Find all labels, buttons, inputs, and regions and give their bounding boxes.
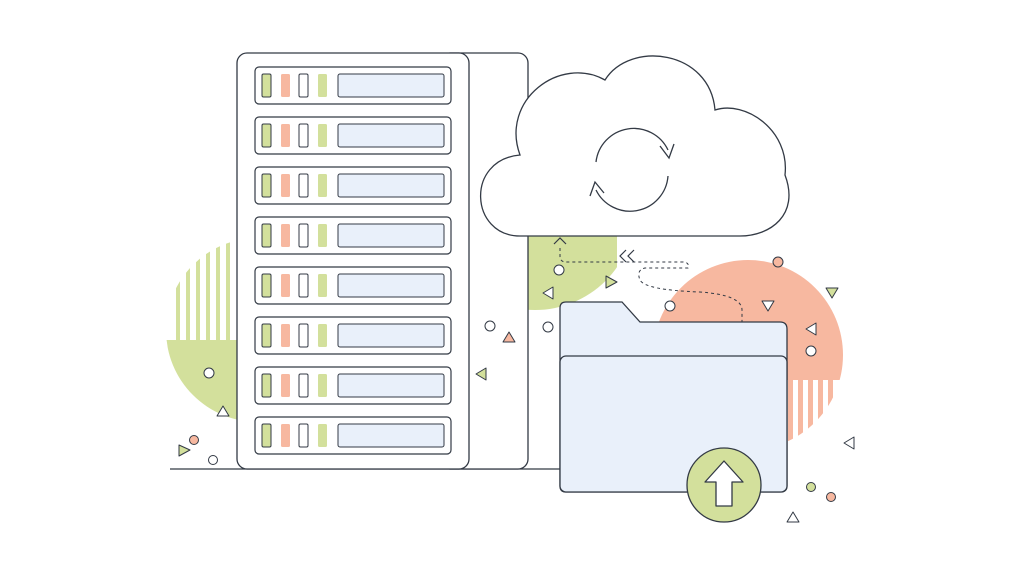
server-display [337, 123, 445, 148]
status-light-green [318, 74, 327, 97]
server-rack [236, 52, 470, 470]
status-light-salmon [281, 424, 290, 447]
confetti-triangle [502, 331, 516, 343]
confetti-dot [664, 300, 676, 312]
double-chevron-left-icon [619, 249, 635, 263]
server-display [337, 323, 445, 348]
chevron-up-icon [553, 237, 567, 245]
status-light-salmon [281, 174, 290, 197]
status-light-off [298, 373, 309, 398]
status-light-off [298, 423, 309, 448]
status-light-green [261, 323, 272, 348]
status-light-salmon [281, 374, 290, 397]
status-light-off [298, 273, 309, 298]
confetti-triangle [843, 436, 855, 450]
status-light-off [298, 223, 309, 248]
server-display [337, 223, 445, 248]
server-unit [254, 416, 452, 455]
confetti-decorations [178, 256, 855, 523]
server-display [337, 173, 445, 198]
left-green-blob [166, 240, 240, 422]
confetti-triangle [805, 322, 817, 336]
confetti-triangle [761, 300, 775, 312]
server-display [337, 373, 445, 398]
confetti-triangle [216, 405, 230, 417]
status-light-off [298, 123, 309, 148]
transfer-path [559, 248, 743, 338]
status-light-green [318, 124, 327, 147]
cloud-shape [479, 55, 790, 237]
confetti-dot [772, 256, 784, 268]
confetti-dot [484, 320, 496, 332]
confetti-triangle [178, 444, 191, 457]
status-light-green [318, 274, 327, 297]
server-unit [254, 216, 452, 255]
status-light-green [261, 273, 272, 298]
status-light-salmon [281, 274, 290, 297]
confetti-dot [806, 482, 816, 492]
status-light-green [261, 373, 272, 398]
status-light-off [298, 173, 309, 198]
confetti-dot [826, 492, 836, 502]
sync-icon [589, 127, 675, 212]
server-display [337, 423, 445, 448]
server-unit [254, 316, 452, 355]
confetti-triangle [475, 367, 487, 381]
status-light-salmon [281, 324, 290, 347]
status-light-green [318, 174, 327, 197]
status-light-green [261, 173, 272, 198]
status-light-salmon [281, 224, 290, 247]
status-light-green [261, 423, 272, 448]
status-light-green [261, 73, 272, 98]
confetti-dot [203, 367, 215, 379]
confetti-dot [542, 321, 554, 333]
confetti-dot [553, 264, 565, 276]
server-unit [254, 266, 452, 305]
server-unit [254, 166, 452, 205]
status-light-salmon [281, 124, 290, 147]
server-units [254, 66, 452, 455]
upload-arrow-icon [704, 460, 744, 507]
confetti-dot [208, 455, 218, 465]
confetti-triangle [605, 275, 618, 289]
server-display [337, 273, 445, 298]
confetti-dot [189, 435, 199, 445]
status-light-green [318, 424, 327, 447]
status-light-green [318, 224, 327, 247]
confetti-triangle [786, 511, 800, 523]
status-light-off [298, 73, 309, 98]
status-light-salmon [281, 74, 290, 97]
status-light-green [318, 374, 327, 397]
server-unit [254, 366, 452, 405]
server-unit [254, 66, 452, 105]
status-light-green [318, 324, 327, 347]
status-light-green [261, 223, 272, 248]
status-light-off [298, 323, 309, 348]
confetti-dot [805, 345, 817, 357]
confetti-triangle [542, 286, 554, 300]
confetti-triangle [825, 287, 839, 299]
server-display [337, 73, 445, 98]
server-unit [254, 116, 452, 155]
status-light-green [261, 123, 272, 148]
